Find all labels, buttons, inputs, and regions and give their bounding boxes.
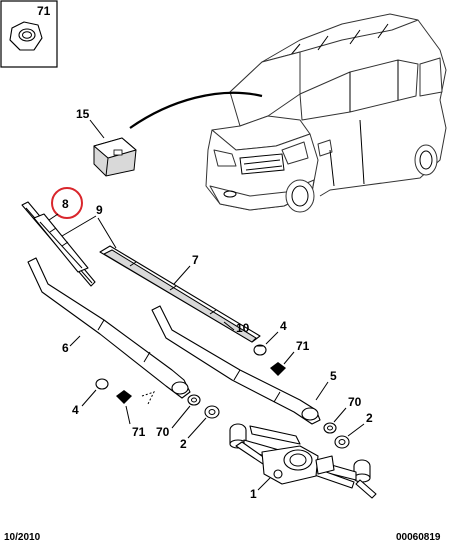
callout-4-left: 4	[72, 403, 79, 417]
nut-left	[116, 390, 132, 404]
inset-box-nut: 71	[0, 0, 58, 68]
callout-5: 5	[330, 369, 337, 383]
callout-71-right: 71	[296, 339, 310, 353]
callout-2-right: 2	[366, 411, 373, 425]
wiper-blade-right	[99, 245, 261, 343]
wiper-arm-right	[151, 305, 321, 425]
callout-70-left: 70	[156, 425, 170, 439]
wiper-blade-left	[33, 213, 89, 273]
callout-6: 6	[62, 341, 69, 355]
pointer-curve	[129, 91, 263, 129]
washer-right-70	[323, 422, 337, 434]
highlight-circle	[51, 187, 83, 219]
cap-left	[95, 378, 109, 390]
cap-right	[253, 344, 267, 356]
washer-left-2	[204, 405, 220, 419]
nut-icon	[9, 21, 43, 51]
washer-left-70	[187, 394, 201, 406]
wiper-linkage-motor	[229, 423, 377, 499]
callout-71-box: 71	[37, 4, 51, 18]
callout-71-left: 71	[132, 425, 146, 439]
callout-2-left: 2	[180, 437, 187, 451]
callout-1: 1	[250, 487, 257, 501]
footer-date: 10/2010	[4, 532, 41, 543]
rain-sensor: 15	[76, 107, 137, 177]
callout-8-group: 8	[45, 187, 83, 223]
washer-right-2	[334, 435, 350, 449]
callout-15: 15	[76, 107, 90, 121]
callout-7: 7	[192, 253, 199, 267]
callout-4-right: 4	[280, 319, 287, 333]
footer-ref: 00060819	[396, 532, 441, 543]
wiper-arm-left	[27, 257, 191, 399]
callout-9: 9	[96, 203, 103, 217]
nut-right	[270, 362, 286, 376]
callout-70-right: 70	[348, 395, 362, 409]
callout-8: 8	[62, 197, 69, 211]
callout-10: 10	[236, 321, 250, 335]
van-illustration	[205, 13, 447, 213]
